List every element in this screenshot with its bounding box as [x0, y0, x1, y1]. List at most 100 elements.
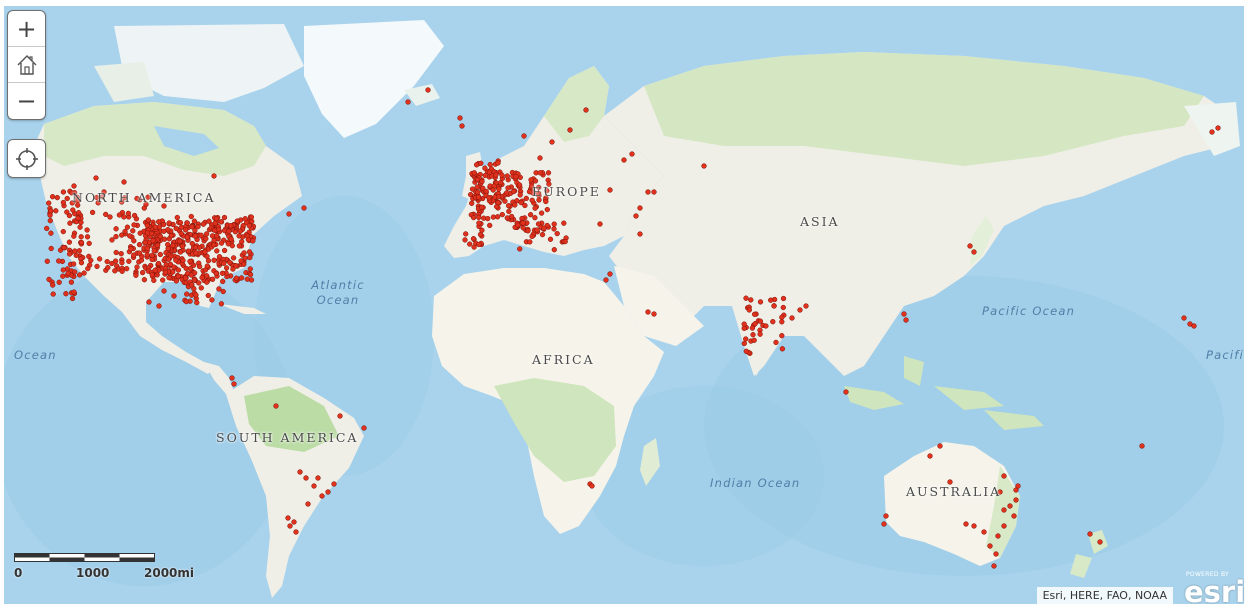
location-marker[interactable] [487, 161, 493, 168]
location-marker[interactable] [211, 237, 217, 244]
location-marker[interactable] [69, 295, 76, 302]
location-marker[interactable] [88, 257, 94, 264]
location-marker[interactable] [156, 219, 162, 225]
location-marker[interactable] [883, 513, 889, 519]
location-marker[interactable] [95, 200, 101, 206]
location-marker[interactable] [470, 214, 477, 221]
location-marker[interactable] [72, 248, 78, 254]
location-marker[interactable] [128, 246, 134, 252]
location-marker[interactable] [233, 275, 240, 281]
location-marker[interactable] [241, 250, 247, 256]
location-marker[interactable] [245, 236, 252, 243]
location-marker[interactable] [473, 162, 480, 168]
location-marker[interactable] [337, 413, 343, 419]
location-marker[interactable] [144, 230, 151, 236]
location-marker[interactable] [238, 275, 245, 281]
location-marker[interactable] [192, 244, 199, 251]
location-marker[interactable] [645, 189, 651, 195]
location-marker[interactable] [1139, 443, 1145, 449]
location-marker[interactable] [78, 234, 84, 240]
location-marker[interactable] [64, 195, 70, 202]
location-marker[interactable] [178, 224, 185, 230]
location-marker[interactable] [211, 242, 217, 248]
location-marker[interactable] [196, 263, 203, 270]
location-marker[interactable] [746, 307, 752, 313]
location-marker[interactable] [218, 240, 225, 246]
location-marker[interactable] [903, 317, 909, 323]
location-marker[interactable] [1181, 315, 1187, 321]
location-marker[interactable] [528, 177, 534, 183]
location-marker[interactable] [192, 233, 198, 239]
location-marker[interactable] [216, 286, 222, 292]
location-marker[interactable] [250, 238, 256, 244]
location-marker[interactable] [170, 269, 176, 275]
location-marker[interactable] [538, 210, 545, 216]
location-marker[interactable] [486, 195, 492, 201]
location-marker[interactable] [71, 289, 77, 295]
location-marker[interactable] [146, 299, 152, 305]
location-marker[interactable] [482, 165, 488, 171]
location-marker[interactable] [512, 202, 518, 208]
location-marker[interactable] [188, 213, 194, 220]
location-marker[interactable] [551, 226, 557, 232]
location-marker[interactable] [204, 273, 210, 279]
location-marker[interactable] [125, 210, 132, 217]
location-marker[interactable] [119, 268, 125, 274]
location-marker[interactable] [967, 243, 973, 249]
location-marker[interactable] [194, 299, 200, 306]
location-marker[interactable] [757, 299, 764, 305]
location-marker[interactable] [532, 215, 538, 221]
location-marker[interactable] [521, 133, 527, 139]
location-marker[interactable] [134, 195, 140, 202]
location-marker[interactable] [177, 238, 183, 244]
location-marker[interactable] [405, 99, 411, 105]
location-marker[interactable] [1011, 513, 1017, 519]
location-marker[interactable] [743, 295, 749, 301]
location-marker[interactable] [184, 220, 190, 226]
location-marker[interactable] [551, 221, 557, 227]
location-marker[interactable] [498, 179, 504, 186]
location-marker[interactable] [529, 233, 535, 240]
location-marker[interactable] [54, 194, 60, 201]
location-marker[interactable] [53, 208, 59, 214]
location-marker[interactable] [1007, 503, 1013, 509]
location-marker[interactable] [50, 282, 56, 288]
location-marker[interactable] [142, 239, 148, 246]
location-marker[interactable] [47, 212, 53, 218]
location-marker[interactable] [226, 228, 232, 234]
location-marker[interactable] [236, 233, 242, 239]
location-marker[interactable] [597, 221, 603, 227]
location-marker[interactable] [56, 258, 62, 264]
location-marker[interactable] [995, 533, 1001, 539]
location-marker[interactable] [160, 277, 166, 283]
location-marker[interactable] [246, 249, 253, 255]
location-marker[interactable] [183, 298, 189, 305]
location-marker[interactable] [425, 87, 431, 93]
location-marker[interactable] [211, 173, 217, 179]
location-marker[interactable] [44, 258, 50, 264]
location-marker[interactable] [109, 237, 115, 243]
location-marker[interactable] [103, 211, 109, 218]
location-marker[interactable] [184, 291, 190, 297]
location-marker[interactable] [174, 214, 180, 221]
location-marker[interactable] [493, 172, 499, 178]
location-marker[interactable] [522, 202, 528, 209]
location-marker[interactable] [214, 248, 220, 254]
location-marker[interactable] [1209, 129, 1215, 135]
location-marker[interactable] [486, 169, 493, 175]
location-marker[interactable] [234, 218, 240, 224]
location-marker[interactable] [479, 204, 485, 210]
location-marker[interactable] [78, 260, 85, 266]
location-marker[interactable] [227, 259, 233, 266]
location-marker[interactable] [1097, 539, 1103, 545]
location-marker[interactable] [136, 241, 143, 248]
location-marker[interactable] [545, 170, 552, 176]
location-marker[interactable] [532, 205, 538, 211]
map-attribution[interactable]: Esri, HERE, FAO, NOAA [1036, 587, 1173, 604]
location-marker[interactable] [535, 190, 542, 197]
location-marker[interactable] [633, 213, 639, 219]
location-marker[interactable] [228, 236, 234, 242]
location-marker[interactable] [141, 277, 148, 283]
location-marker[interactable] [131, 212, 138, 219]
location-marker[interactable] [85, 265, 91, 272]
